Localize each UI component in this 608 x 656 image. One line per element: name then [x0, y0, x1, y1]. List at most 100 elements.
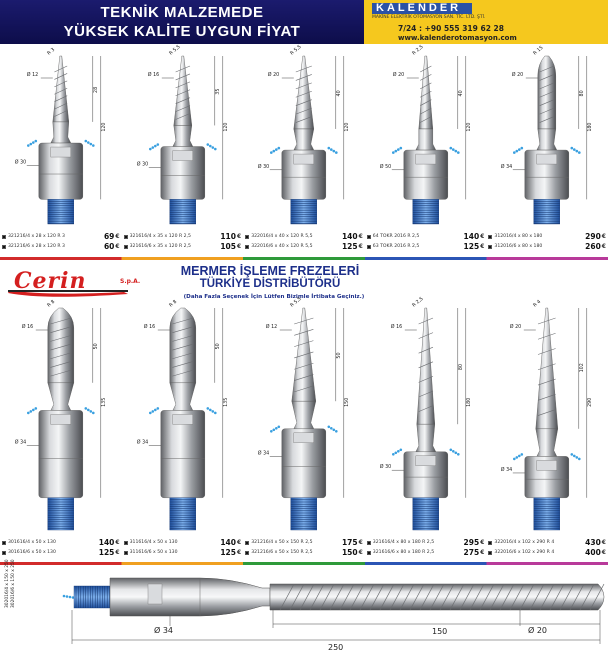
long-bit-diameter-cutter: Ø 20: [528, 626, 548, 635]
total-length-label: 150: [344, 398, 350, 407]
cutter-diameter-label: Ø 16: [147, 71, 158, 78]
product-code: 63 TOKR 2016 R 2,5: [372, 244, 420, 249]
thread-adapter: [169, 497, 196, 531]
shank-diameter-label: Ø 34: [136, 438, 147, 445]
currency-symbol: €: [115, 539, 120, 546]
bullet-icon: [245, 234, 250, 239]
product-code: 322016/4 x 102 x 290 R 4: [494, 540, 555, 545]
product-price: 290: [585, 232, 601, 241]
product-price: 69: [103, 232, 115, 241]
product-price: 140: [220, 538, 236, 547]
kalender-company-name: MAKİNE ELEKTRİK OTOMASYON SAN. TİC. LTD.…: [372, 15, 486, 20]
product-price: 125: [463, 242, 480, 251]
price-row: 311616/6 x 50 x 130 125€: [123, 548, 242, 557]
cutter-head: [418, 55, 433, 130]
cutter-head: [47, 307, 74, 383]
product-code: 322016/4 x 40 x 120 R 5,5: [251, 234, 313, 239]
bullet-icon: [366, 234, 371, 239]
shank-diameter-label: Ø 34: [501, 163, 512, 170]
cerin-brand-suffix: S.p.A.: [120, 278, 141, 285]
cutter-head: [169, 307, 196, 383]
cutter-head: [537, 55, 557, 130]
cutting-length-label: 40: [336, 90, 342, 96]
contact-website[interactable]: www.kalenderotomasyon.com: [398, 34, 517, 42]
kalender-logo-bar: [372, 3, 472, 14]
bullet-icon: [366, 550, 371, 555]
bullet-icon: [245, 550, 250, 555]
shank-diameter-label: Ø 30: [380, 463, 391, 470]
bullet-icon: [2, 550, 6, 555]
product-code: 321616/4 x 80 x 180 R 2,5: [372, 540, 435, 545]
bullet-icon: [123, 550, 128, 555]
bullet-icon: [488, 540, 493, 545]
product-price: 140: [98, 538, 115, 547]
cutting-length-label: 40: [458, 90, 464, 96]
product-price: 150: [341, 548, 358, 557]
tip-radius-label: R 15: [533, 45, 545, 57]
product-code: 311616/6 x 50 x 130: [129, 550, 178, 555]
total-length-label: 120: [101, 123, 107, 132]
product-price: 125: [220, 548, 236, 557]
long-router-bit: 302016/4 x 150 x 250 302016/6 x 150 x 25…: [0, 559, 608, 656]
shank-diameter-label: Ø 30: [136, 161, 147, 168]
cutting-length-label: 80: [458, 364, 464, 370]
bullet-icon: [488, 234, 493, 239]
currency-symbol: €: [358, 243, 363, 250]
kalender-brand: KALENDER: [376, 2, 462, 14]
total-length-label: 120: [466, 123, 472, 132]
currency-symbol: €: [237, 549, 242, 556]
currency-symbol: €: [358, 539, 363, 546]
product-price: 275: [463, 548, 480, 557]
header-title-line1: TEKNİK MALZEMEDE: [100, 4, 264, 21]
cutting-length-label: 50: [214, 343, 220, 349]
bullet-icon: [2, 244, 6, 249]
section-note: (Daha Fazla Seçenek İçin Lütfen Bizimle …: [183, 294, 365, 300]
product-code: 321616/6 x 35 x 120 R 2,5: [129, 244, 191, 249]
product-price: 140: [463, 232, 480, 241]
long-bit-diameter-shank: Ø 34: [154, 626, 174, 635]
thread-adapter: [533, 497, 561, 531]
thread-adapter: [290, 199, 318, 225]
product-code: 321216/6 x 50 x 150 R 2,5: [251, 550, 313, 555]
product-code: 312016/6 x 80 x 180: [494, 244, 543, 249]
thread-adapter: [169, 199, 196, 225]
cerin-logo: [4, 266, 156, 300]
long-bit-code-2: 302016/6 x 150 x 250: [11, 559, 16, 608]
tip-radius-label: R 2,5: [411, 44, 424, 57]
cutter-diameter-label: Ø 12: [266, 323, 277, 330]
header-title-line2: YÜKSEK KALİTE UYGUN FİYAT: [63, 23, 301, 40]
contact-phone[interactable]: 7/24 : +90 555 319 62 28: [398, 24, 504, 33]
currency-symbol: €: [480, 243, 485, 250]
thread-adapter: [533, 199, 561, 225]
tip-radius-label: R 8: [168, 299, 178, 309]
bullet-icon: [245, 244, 250, 249]
cutter-diameter-label: Ø 16: [391, 323, 402, 330]
product-code: 301616/4 x 50 x 130: [8, 540, 56, 545]
currency-symbol: €: [237, 233, 242, 240]
cutter-diameter-label: Ø 20: [510, 323, 521, 330]
tip-radius-label: R 5,5: [289, 44, 302, 57]
cerin-logo-swoosh: [8, 290, 128, 297]
product-price: 400: [585, 548, 601, 557]
cutter-head: [52, 55, 70, 123]
tip-radius-label: R 4: [533, 299, 543, 309]
cutter-diameter-label: Ø 16: [143, 323, 154, 330]
tip-radius-label: R 3: [46, 47, 56, 57]
cutter-diameter-label: Ø 12: [27, 71, 38, 78]
currency-symbol: €: [601, 549, 606, 556]
